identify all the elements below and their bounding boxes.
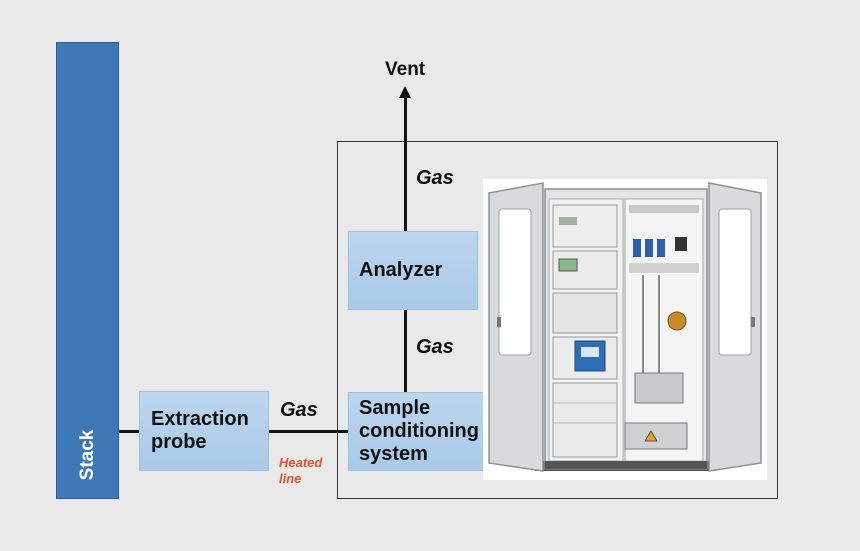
sample-conditioning-label: Sample conditioning system bbox=[359, 397, 479, 465]
extraction-probe-label: Extraction probe bbox=[151, 408, 249, 453]
analyzer-label: Analyzer bbox=[359, 259, 443, 281]
cabinet-illustration bbox=[488, 182, 762, 472]
stack-to-probe-line bbox=[119, 430, 139, 433]
gas-label-probe: Gas bbox=[280, 399, 318, 421]
sample-conditioning-box: Sample conditioning system bbox=[348, 392, 484, 471]
gas-label-upper: Gas bbox=[416, 167, 454, 189]
analyzer-box: Analyzer bbox=[348, 231, 478, 310]
analyzer-cabinet-photo bbox=[483, 179, 767, 480]
stack-label: Stack bbox=[76, 429, 98, 481]
stack-bar: Stack bbox=[56, 42, 119, 499]
vent-label: Vent bbox=[385, 59, 426, 80]
extraction-probe-box: Extraction probe bbox=[139, 391, 269, 471]
analyzer-system-frame bbox=[337, 141, 778, 499]
heated-line-label: Heated line bbox=[279, 455, 323, 486]
conditioning-to-analyzer-line bbox=[404, 310, 407, 392]
heated-line bbox=[268, 430, 348, 433]
analyzer-to-vent-line bbox=[404, 96, 407, 231]
gas-label-lower: Gas bbox=[416, 336, 454, 358]
vent-arrowhead bbox=[399, 86, 411, 98]
